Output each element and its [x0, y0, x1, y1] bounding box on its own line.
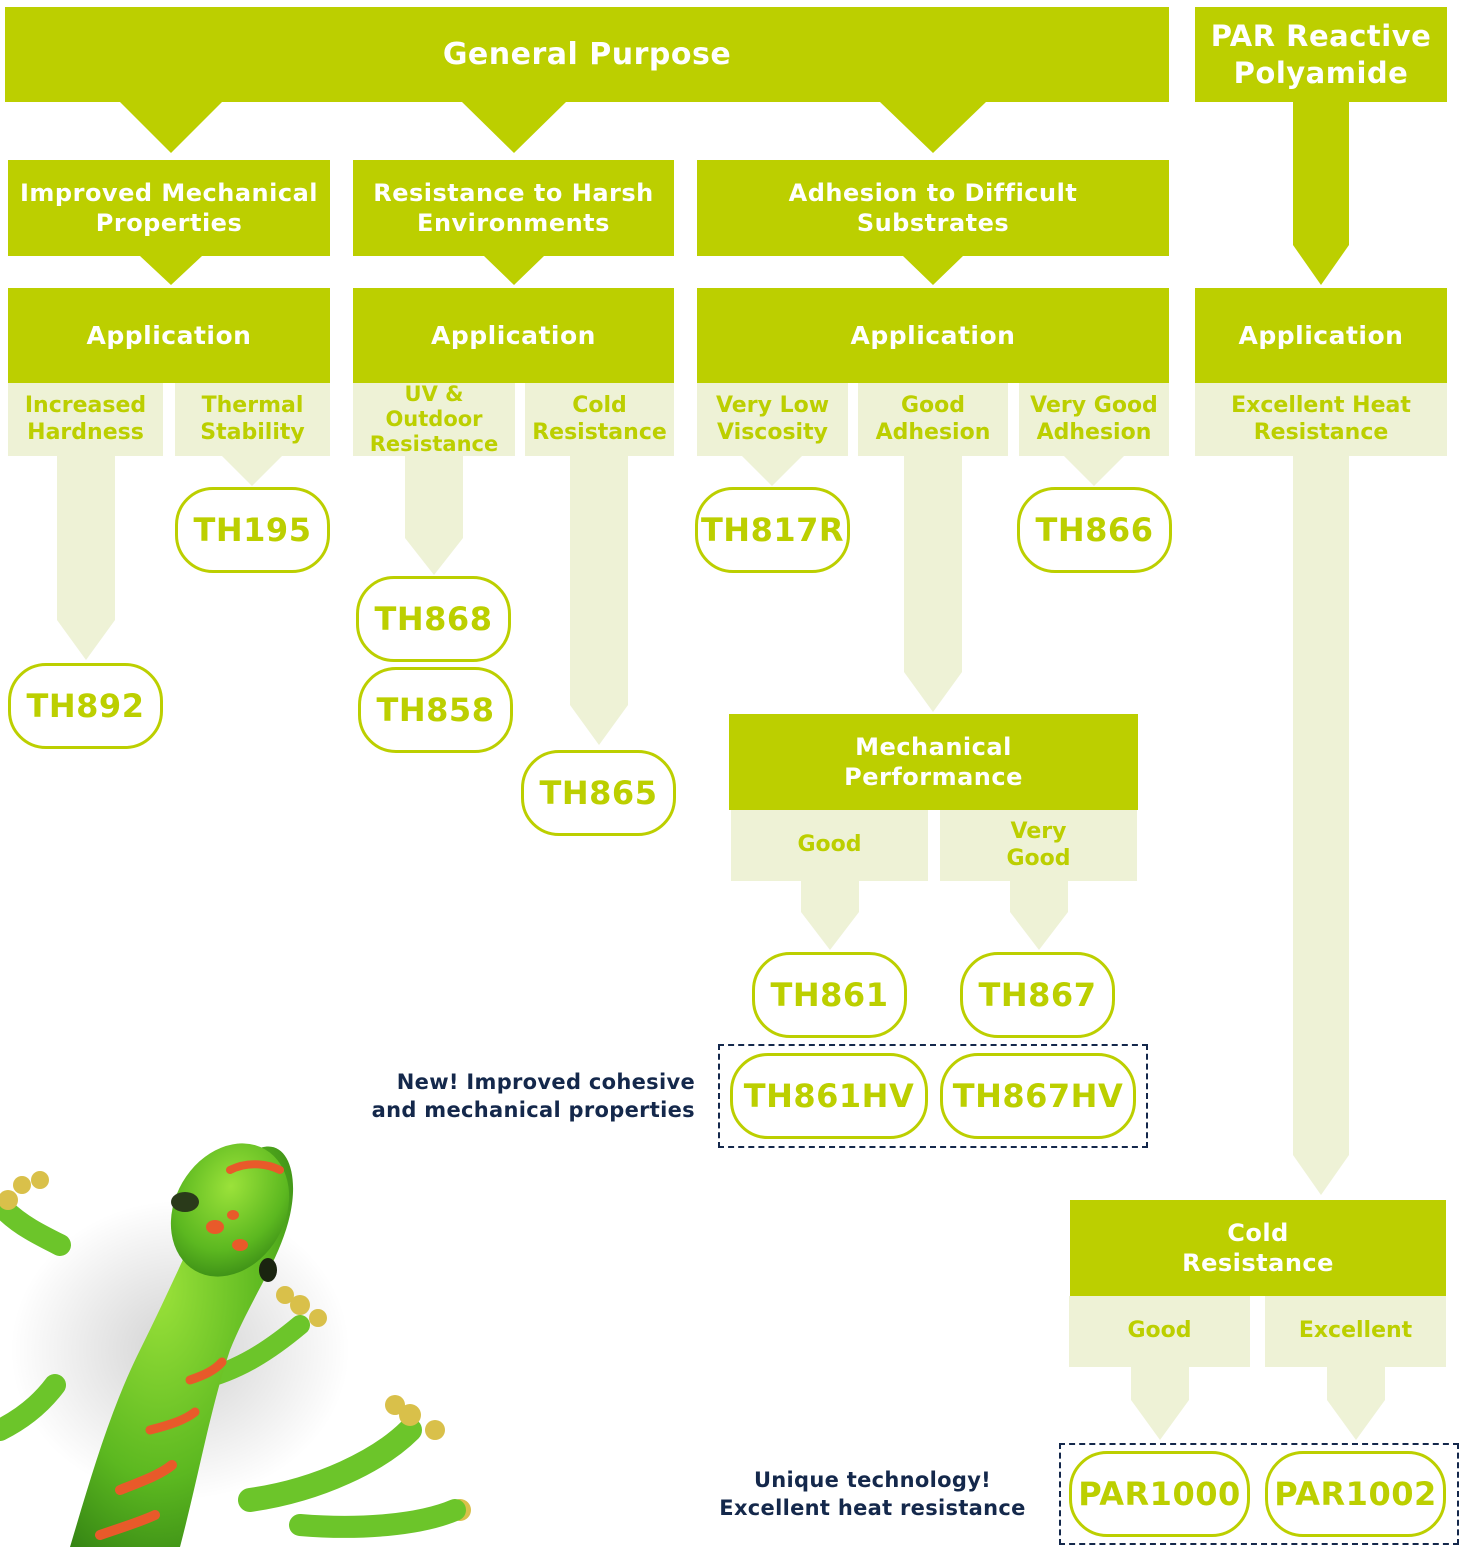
arrow-adhesion-to-application [903, 256, 963, 285]
product-par1000[interactable]: PAR1000 [1069, 1451, 1250, 1537]
par-reactive-header: PAR Reactive Polyamide [1195, 7, 1447, 102]
option-very-low-viscosity: Very Low Viscosity [697, 383, 848, 456]
product-th867[interactable]: TH867 [960, 952, 1115, 1038]
arrow-par-to-application [1293, 102, 1349, 285]
stem-mech-very-good [1010, 881, 1068, 950]
cold-resistance-good: Good [1069, 1296, 1250, 1367]
mechanical-performance-very-good: Very Good [940, 810, 1137, 881]
par-products-highlight [1059, 1443, 1459, 1545]
category-harsh: Resistance to Harsh Environments [353, 160, 674, 256]
stem-increased-hardness [57, 456, 115, 660]
application-harsh: Application [353, 288, 674, 383]
cold-resistance-excellent: Excellent [1265, 1296, 1446, 1367]
stem-excellent-heat [1293, 456, 1349, 1195]
product-th861hv[interactable]: TH861HV [730, 1053, 928, 1139]
product-par1002[interactable]: PAR1002 [1265, 1451, 1446, 1537]
product-th865[interactable]: TH865 [521, 750, 676, 836]
stem-cold-resistance [570, 456, 628, 745]
new-products-note: New! Improved cohesive and mechanical pr… [371, 1070, 695, 1123]
stem-good-adhesion [904, 456, 962, 712]
arrow-harsh-to-application [484, 256, 544, 285]
option-very-good-adhesion: Very Good Adhesion [1019, 383, 1169, 456]
stem-thermal-stability [222, 456, 282, 486]
unique-technology-note: Unique technology! Excellent heat resist… [719, 1468, 1026, 1521]
option-excellent-heat: Excellent Heat Resistance [1195, 383, 1447, 456]
cold-resistance-header: Cold Resistance [1070, 1200, 1446, 1296]
product-th858[interactable]: TH858 [358, 667, 513, 753]
stem-cold-excellent [1327, 1367, 1385, 1440]
arrow-mechanical-to-application [140, 256, 202, 285]
category-mechanical: Improved Mechanical Properties [8, 160, 330, 256]
stem-very-good-adhesion [1064, 456, 1124, 486]
product-th195[interactable]: TH195 [175, 487, 330, 573]
product-th817r[interactable]: TH817R [695, 487, 850, 573]
option-good-adhesion: Good Adhesion [858, 383, 1008, 456]
application-par: Application [1195, 288, 1447, 383]
gecko-image [0, 1143, 471, 1547]
product-th868[interactable]: TH868 [356, 576, 511, 662]
general-purpose-header: General Purpose [5, 7, 1169, 102]
stem-very-low-viscosity [742, 456, 802, 486]
arrow-general-to-adhesion [880, 102, 986, 153]
mechanical-performance-header: Mechanical Performance [729, 714, 1138, 810]
arrow-general-to-mechanical [120, 102, 222, 153]
application-adhesion: Application [697, 288, 1169, 383]
stem-mech-good [801, 881, 859, 950]
mechanical-performance-good: Good [731, 810, 928, 881]
new-products-highlight [718, 1044, 1148, 1148]
product-th866[interactable]: TH866 [1017, 487, 1172, 573]
product-th861[interactable]: TH861 [752, 952, 907, 1038]
stem-uv-outdoor [405, 456, 463, 575]
option-cold-resistance: Cold Resistance [525, 383, 674, 456]
option-uv-outdoor: UV & Outdoor Resistance [353, 382, 515, 456]
category-adhesion: Adhesion to Difficult Substrates [697, 160, 1169, 256]
product-th892[interactable]: TH892 [8, 663, 163, 749]
application-mechanical: Application [8, 288, 330, 383]
option-increased-hardness: Increased Hardness [8, 383, 163, 456]
product-th867hv[interactable]: TH867HV [940, 1053, 1136, 1139]
stem-cold-good [1131, 1367, 1189, 1440]
arrow-general-to-harsh [462, 102, 566, 153]
option-thermal-stability: Thermal Stability [175, 383, 330, 456]
